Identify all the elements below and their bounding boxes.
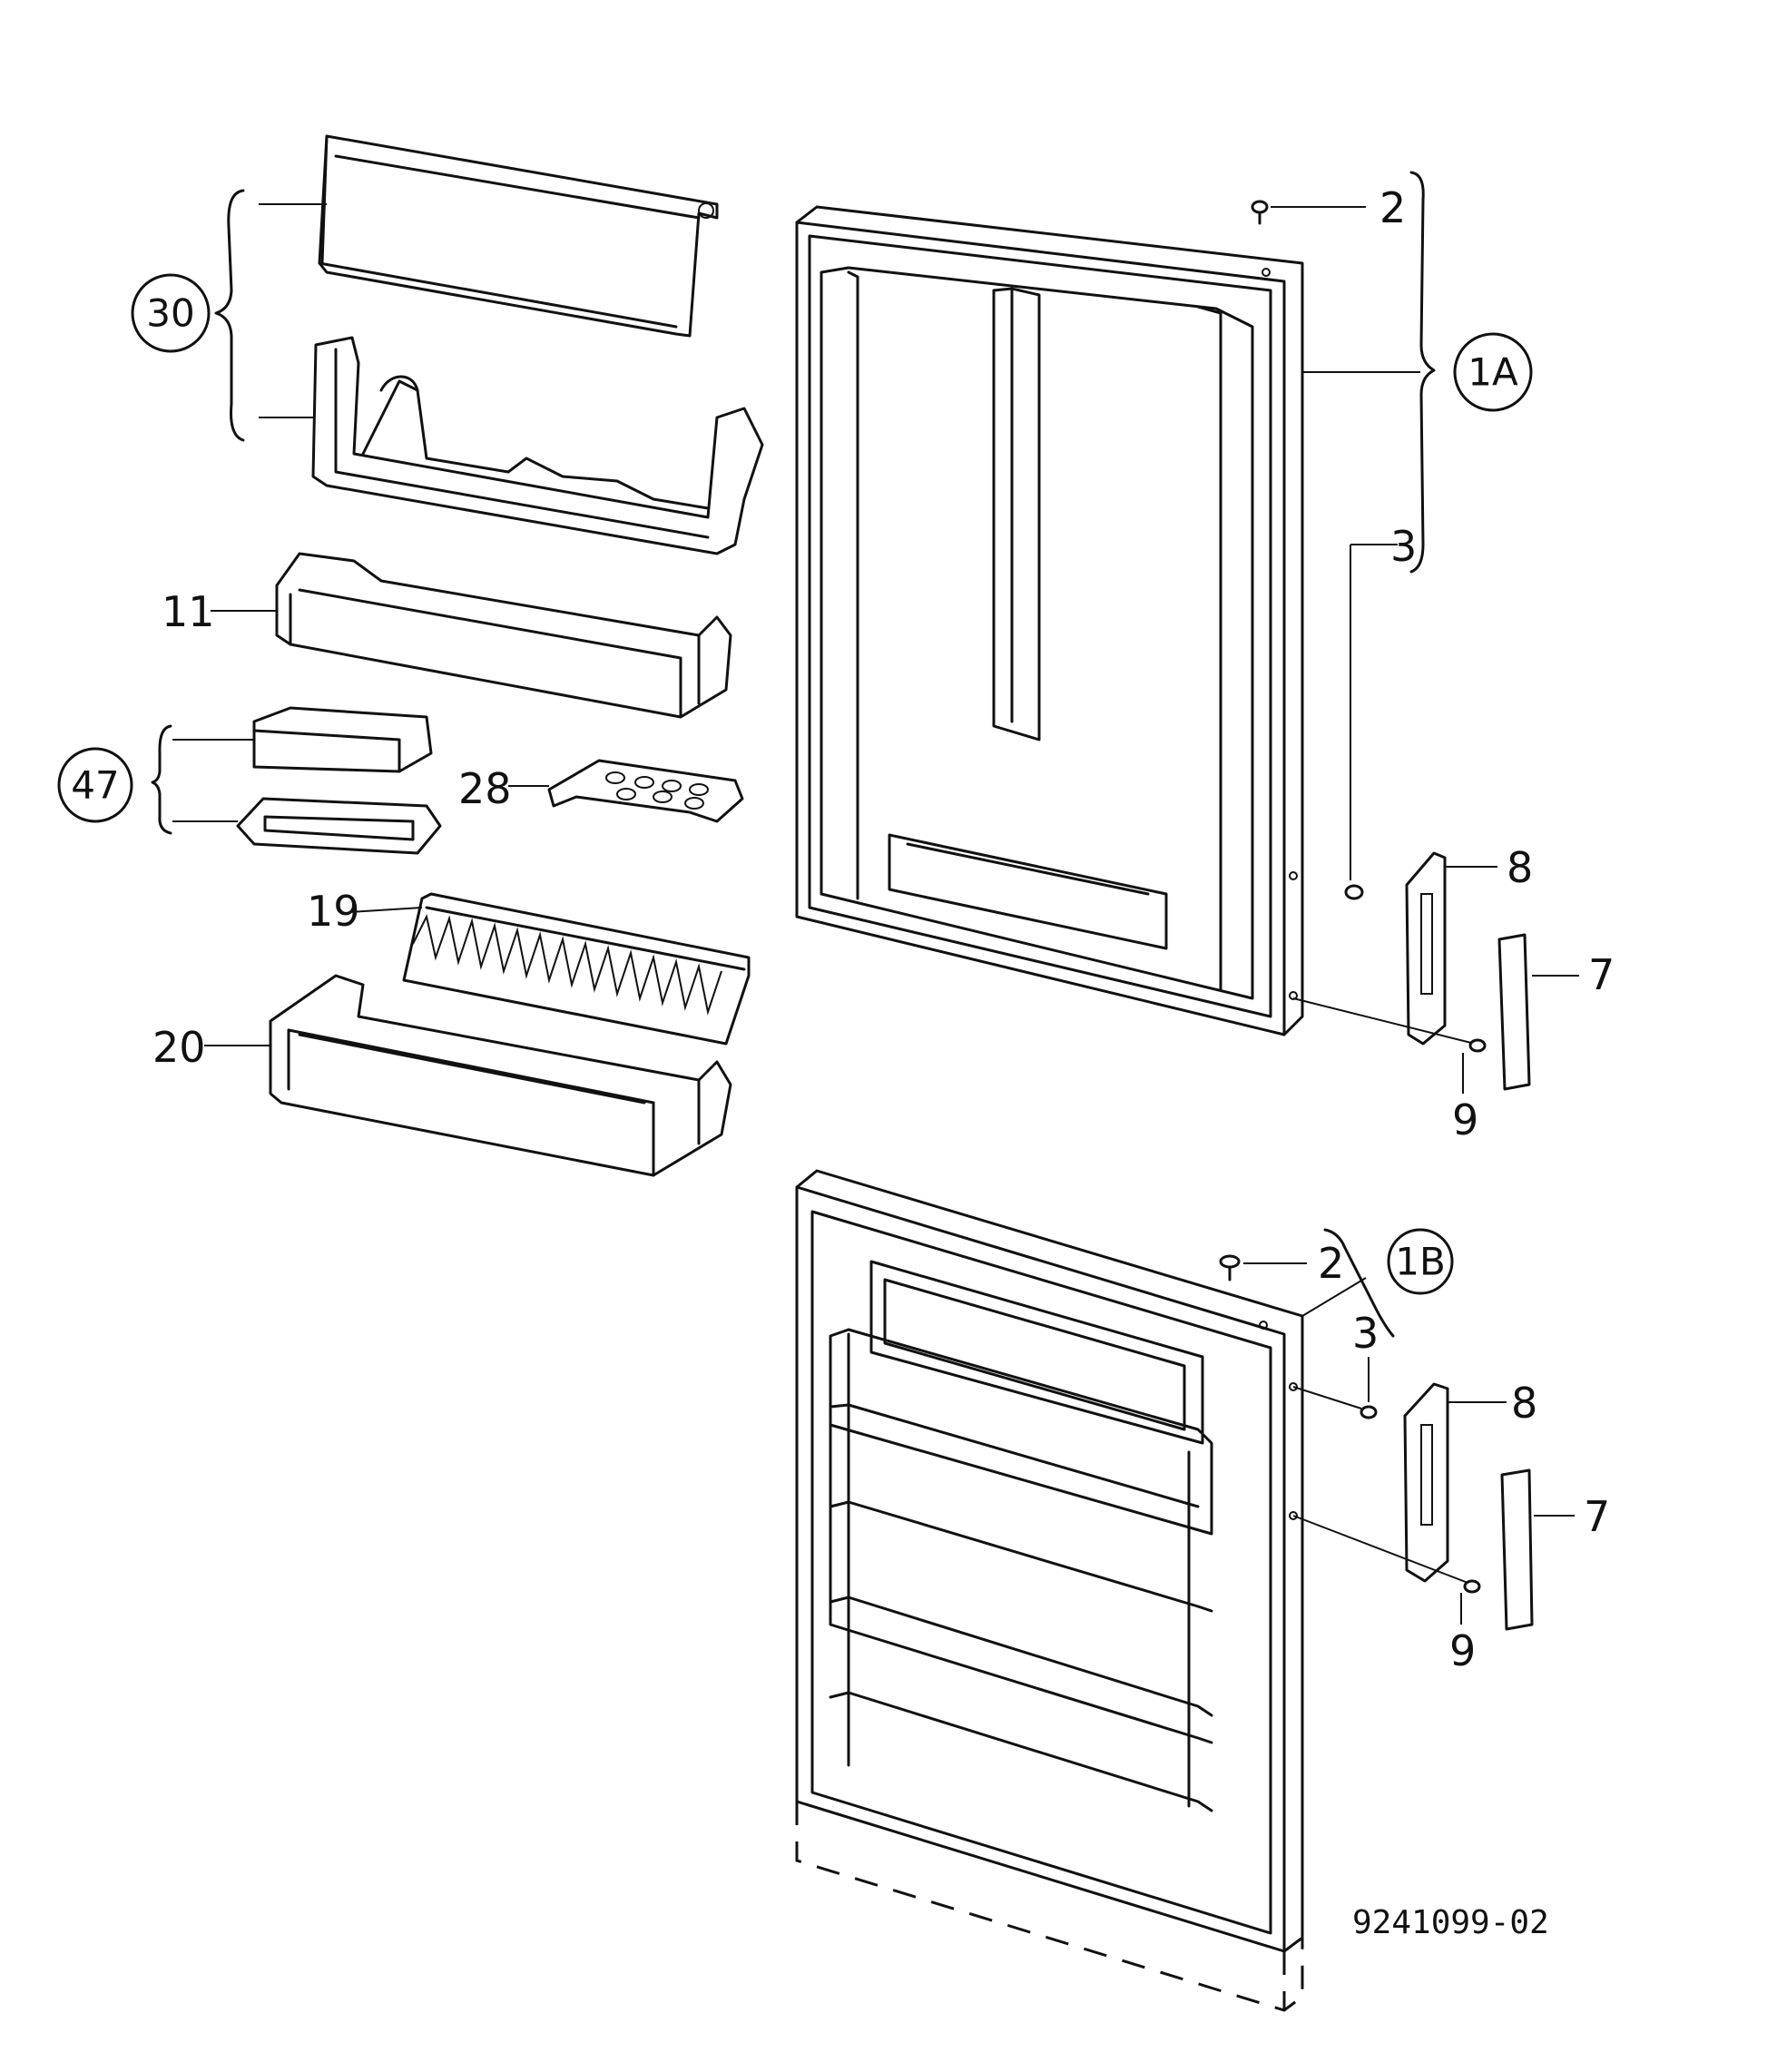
part-9-screw-upper — [1292, 997, 1487, 1094]
part-28-egg-tray — [547, 759, 744, 823]
part-8-handle-upper — [1405, 851, 1497, 1046]
part-3-screw-lower — [1292, 1357, 1378, 1419]
callout-3-upper: 3 — [1390, 522, 1417, 571]
callout-circle-30 — [131, 273, 211, 353]
callout-1a: 1A — [1468, 350, 1518, 395]
callout-2-upper: 2 — [1379, 183, 1406, 232]
part-9-screw-lower — [1292, 1515, 1481, 1625]
part-20-bottle-bin — [269, 974, 732, 1177]
brace-30 — [214, 189, 245, 442]
part-1a-upper-door — [795, 205, 1304, 1036]
part-47-butter-tray — [236, 797, 442, 855]
brace-47 — [151, 724, 172, 835]
part-8-handle-lower — [1403, 1382, 1507, 1583]
callout-8-upper: 8 — [1507, 843, 1533, 892]
part-7-strip-upper — [1497, 933, 1579, 1091]
leader-1b — [1301, 1277, 1367, 1317]
part-2-screw-upper — [1251, 200, 1269, 225]
part-3-screw-upper — [1344, 544, 1398, 900]
callout-circle-1b — [1387, 1228, 1454, 1295]
part-2-screw-lower — [1219, 1254, 1241, 1281]
callout-8-lower: 8 — [1511, 1379, 1537, 1428]
callout-9-upper: 9 — [1452, 1095, 1478, 1144]
part-1b-lower-door — [795, 1169, 1304, 1953]
callout-3-lower: 3 — [1352, 1309, 1379, 1358]
part-30-shelf-lid — [318, 134, 719, 338]
callout-7-upper: 7 — [1588, 950, 1615, 999]
callout-47: 47 — [71, 763, 119, 808]
part-11-door-bin — [275, 552, 732, 719]
callout-11: 11 — [162, 587, 215, 636]
brace-1b — [1323, 1228, 1395, 1338]
callout-20: 20 — [152, 1023, 206, 1072]
brace-1a — [1409, 171, 1436, 574]
callout-9-lower: 9 — [1449, 1626, 1476, 1675]
drawing-number: 9241099-02 — [1352, 1904, 1549, 1941]
leader-19 — [349, 907, 423, 913]
callout-circle-47 — [57, 747, 133, 823]
callout-30: 30 — [146, 291, 194, 336]
callout-28: 28 — [458, 764, 512, 813]
callout-2-lower: 2 — [1318, 1239, 1344, 1288]
callout-1b: 1B — [1395, 1240, 1446, 1284]
part-47-butter-lid — [252, 706, 433, 773]
part-7-strip-lower — [1500, 1468, 1575, 1631]
part-19-bottle-retainer — [402, 892, 751, 1046]
callout-19: 19 — [307, 887, 360, 936]
callout-circle-1a — [1453, 332, 1533, 412]
callout-7-lower: 7 — [1584, 1492, 1610, 1541]
part-30-shelf-tray — [311, 336, 764, 555]
